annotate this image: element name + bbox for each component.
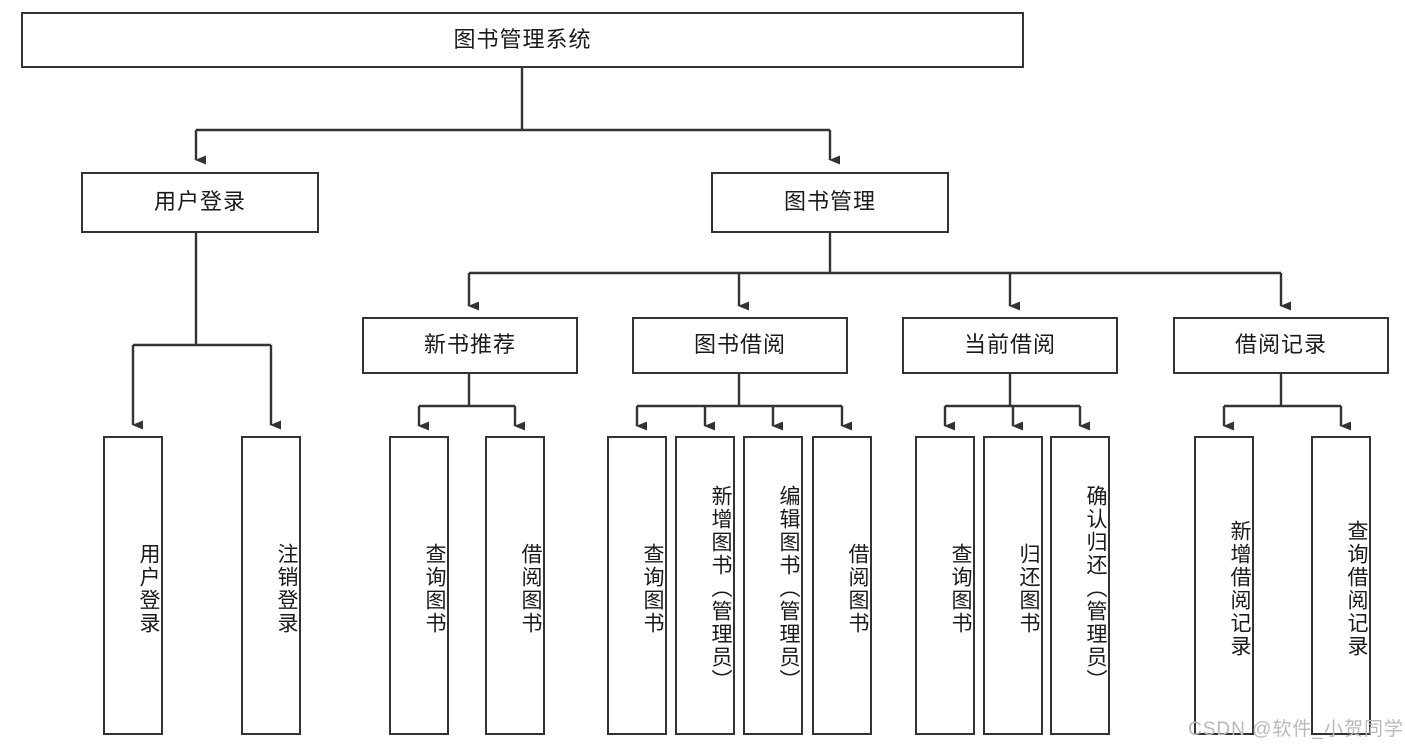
leaf-currentborrow-return-book[interactable]: 归还图书: [983, 436, 1043, 735]
node-label: 确认归还（管理员）: [1084, 485, 1107, 692]
node-label: 图书管理: [783, 189, 876, 215]
leaf-currentborrow-confirm-return-admin[interactable]: 确认归还（管理员）: [1050, 436, 1110, 735]
leaf-borrowrecord-add-record[interactable]: 新增借阅记录: [1194, 436, 1254, 735]
leaf-bookborrow-edit-book-admin[interactable]: 编辑图书（管理员）: [743, 436, 803, 735]
node-label: 查询图书: [641, 542, 664, 635]
leaf-user-login-logout[interactable]: 注销登录: [241, 436, 301, 735]
node-label: 查询图书: [423, 542, 446, 635]
node-label: 借阅图书: [846, 542, 869, 635]
node-label: 查询图书: [949, 542, 972, 635]
connector-root-to-level2: [194, 68, 840, 165]
connector-bookmgmt-to-groups: [467, 233, 1291, 311]
node-label: 借阅记录: [1234, 332, 1327, 358]
leaf-bookborrow-borrow-book[interactable]: 借阅图书: [812, 436, 872, 735]
node-label: 注销登录: [275, 542, 298, 635]
node-label: 新书推荐: [423, 332, 516, 358]
node-label: 图书管理系统: [453, 26, 592, 52]
node-book-borrow[interactable]: 图书借阅: [632, 317, 848, 374]
node-label: 新增借阅记录: [1228, 519, 1251, 658]
node-book-management[interactable]: 图书管理: [711, 172, 949, 233]
node-label: 新增图书（管理员）: [709, 485, 732, 692]
node-label: 图书借阅: [693, 332, 786, 358]
node-borrow-record[interactable]: 借阅记录: [1173, 317, 1389, 374]
node-label: 归还图书: [1017, 542, 1040, 635]
node-label: 借阅图书: [519, 542, 542, 635]
leaf-bookborrow-add-book-admin[interactable]: 新增图书（管理员）: [675, 436, 735, 735]
node-new-book-recommend[interactable]: 新书推荐: [362, 317, 578, 374]
node-label: 编辑图书（管理员）: [777, 485, 800, 692]
node-current-borrow[interactable]: 当前借阅: [902, 317, 1118, 374]
leaf-newbook-borrow-book[interactable]: 借阅图书: [485, 436, 545, 735]
connector-userlogin-to-leaves: [131, 233, 281, 430]
node-label: 查询借阅记录: [1345, 519, 1368, 658]
connector-borrowrecord-to-leaves: [1222, 374, 1351, 431]
node-label: 当前借阅: [963, 332, 1056, 358]
node-root-book-management-system[interactable]: 图书管理系统: [21, 12, 1024, 68]
leaf-user-login-login[interactable]: 用户登录: [103, 436, 163, 735]
connector-newbook-to-leaves: [417, 374, 525, 431]
leaf-newbook-query-book[interactable]: 查询图书: [389, 436, 449, 735]
connector-bookborrow-to-leaves: [635, 374, 852, 431]
node-label: 用户登录: [137, 542, 160, 635]
connector-currentborrow-to-leaves: [943, 374, 1090, 431]
node-user-login[interactable]: 用户登录: [81, 172, 319, 233]
leaf-bookborrow-query-book[interactable]: 查询图书: [607, 436, 667, 735]
leaf-currentborrow-query-book[interactable]: 查询图书: [915, 436, 975, 735]
node-label: 用户登录: [153, 189, 246, 215]
leaf-borrowrecord-query-record[interactable]: 查询借阅记录: [1311, 436, 1371, 735]
